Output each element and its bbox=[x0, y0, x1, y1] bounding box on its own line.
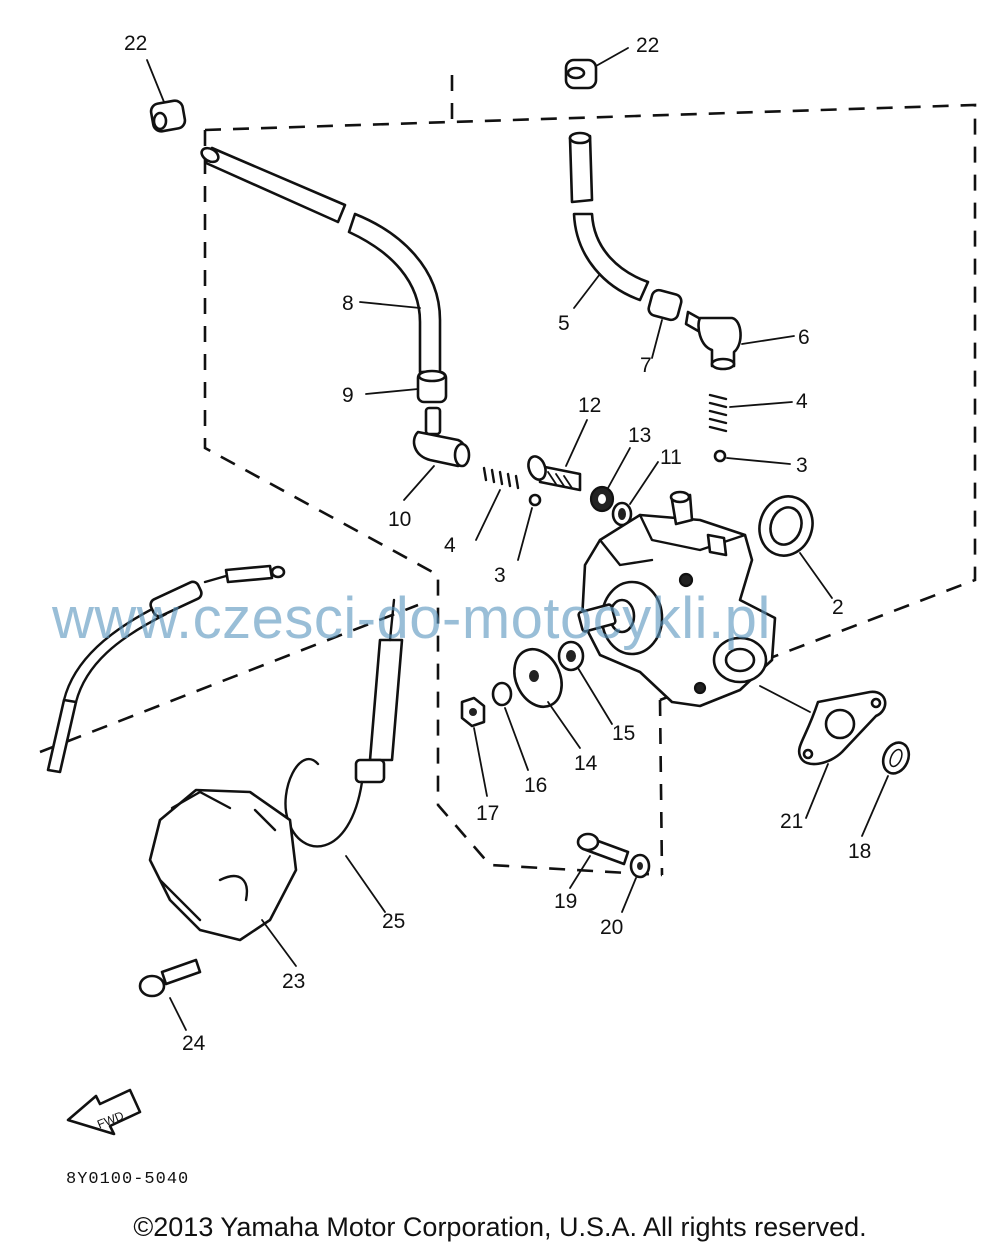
watermark-text: www.czesci-do-motocykli.pl bbox=[52, 586, 771, 651]
part-19-bolt bbox=[569, 832, 630, 889]
callout-15: 15 bbox=[612, 722, 635, 745]
part-18-o-ring bbox=[861, 741, 911, 837]
callout-25: 25 bbox=[382, 910, 405, 933]
callout-4-right: 4 bbox=[796, 390, 808, 413]
callout-19: 19 bbox=[554, 890, 577, 913]
part-4-spring-right bbox=[708, 393, 793, 433]
fwd-direction-arrow: FWD bbox=[66, 1088, 142, 1136]
callout-22-right: 22 bbox=[636, 34, 659, 57]
part-2-oil-seal bbox=[758, 495, 833, 599]
oil-pump-body bbox=[577, 490, 811, 713]
callout-2: 2 bbox=[832, 596, 844, 619]
part-13-washer bbox=[589, 447, 631, 513]
part-12-bolt bbox=[527, 419, 588, 492]
callout-labels: 22 22 1 8 5 7 6 9 4 12 13 11 3 10 4 3 2 … bbox=[124, 32, 871, 1055]
drawing-code: 8Y0100-5040 bbox=[66, 1170, 190, 1189]
callout-23: 23 bbox=[282, 970, 305, 993]
callout-20: 20 bbox=[600, 916, 623, 939]
part-7-clamp bbox=[647, 288, 683, 359]
callout-18: 18 bbox=[848, 840, 871, 863]
part-16-lock-washer bbox=[491, 681, 529, 771]
part-15-washer bbox=[557, 640, 613, 725]
part-21-gasket bbox=[797, 690, 887, 819]
callout-12: 12 bbox=[578, 394, 601, 417]
callout-4-left: 4 bbox=[444, 534, 456, 557]
callout-3-left: 3 bbox=[494, 564, 506, 587]
callout-16: 16 bbox=[524, 774, 547, 797]
callout-7: 7 bbox=[640, 354, 652, 377]
part-4-spring-left bbox=[475, 466, 520, 541]
part-10-elbow-fitting bbox=[403, 406, 471, 501]
part-5-hose bbox=[568, 131, 650, 309]
callout-24: 24 bbox=[182, 1032, 206, 1055]
part-17-nut bbox=[460, 696, 488, 797]
callout-21: 21 bbox=[780, 810, 803, 833]
callout-22-left: 22 bbox=[124, 32, 147, 55]
part-22-hose-clamp-left bbox=[146, 59, 187, 133]
part-24-screw bbox=[138, 958, 202, 1031]
callout-17: 17 bbox=[476, 802, 499, 825]
part-20-washer bbox=[621, 853, 651, 913]
part-3-check-ball-right bbox=[713, 449, 791, 465]
callout-6: 6 bbox=[798, 326, 810, 349]
oil-pump-control-cable bbox=[46, 564, 286, 774]
callout-3-right: 3 bbox=[796, 454, 808, 477]
part-23-pump-cover bbox=[148, 788, 298, 967]
part-8-hose bbox=[200, 146, 442, 374]
copyright-notice: ©2013 Yamaha Motor Corporation, U.S.A. A… bbox=[133, 1212, 867, 1242]
callout-11: 11 bbox=[660, 446, 682, 469]
part-9-clamp bbox=[365, 369, 448, 404]
callout-5: 5 bbox=[558, 312, 570, 335]
callout-8: 8 bbox=[342, 292, 354, 315]
callout-14: 14 bbox=[574, 752, 598, 775]
callout-13: 13 bbox=[628, 424, 651, 447]
assembly-outline bbox=[39, 75, 977, 877]
part-6-elbow-fitting bbox=[684, 310, 795, 371]
part-3-check-ball-left bbox=[517, 493, 542, 561]
part-22-hose-clamp-right bbox=[564, 47, 629, 90]
callout-9: 9 bbox=[342, 384, 354, 407]
callout-10: 10 bbox=[388, 508, 411, 531]
part-14-pulley bbox=[513, 647, 581, 749]
